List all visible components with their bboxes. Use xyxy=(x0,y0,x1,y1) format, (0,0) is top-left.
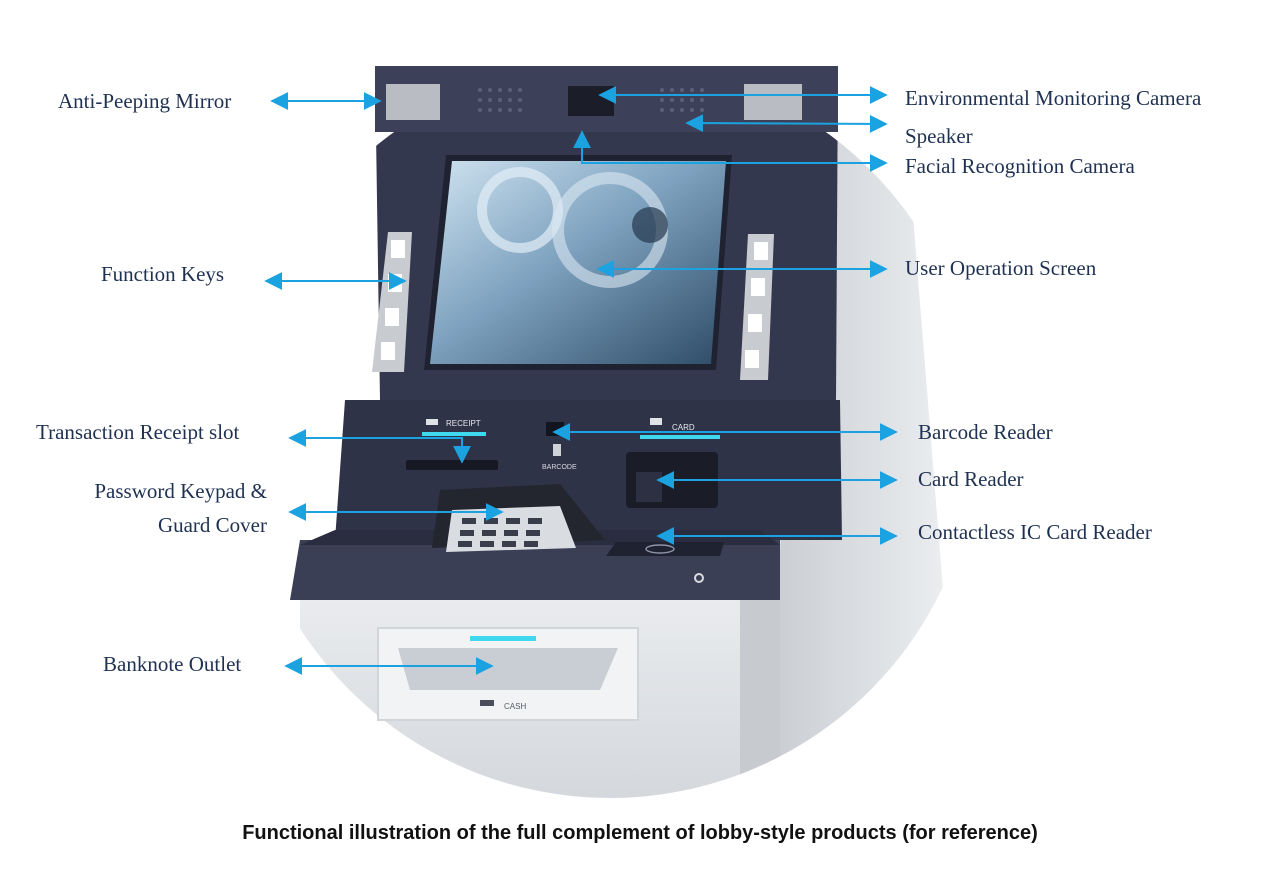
receipt-panel-text: RECEIPT xyxy=(446,419,481,428)
contactless-icon xyxy=(645,544,675,554)
label-card-reader: Card Reader xyxy=(918,467,1024,491)
cash-panel-text: CASH xyxy=(504,702,526,711)
anti-peeping-mirror-right xyxy=(744,84,802,120)
function-key[interactable] xyxy=(745,350,759,368)
callout-arrows xyxy=(264,86,898,675)
screen-decor-dot xyxy=(632,207,668,243)
label-anti-peeping-mirror: Anti-Peeping Mirror xyxy=(58,89,232,113)
card-indicator-light xyxy=(640,435,720,439)
arrow-facial-recognition-camera xyxy=(573,130,888,172)
card-icon xyxy=(650,418,662,425)
card-panel-text: CARD xyxy=(672,423,695,432)
banknote-outlet xyxy=(398,648,618,690)
cash-icon xyxy=(480,700,494,706)
keypad-keys xyxy=(458,518,542,547)
function-key[interactable] xyxy=(751,278,765,296)
arrow-speaker xyxy=(685,114,888,133)
label-transaction-receipt-slot: Transaction Receipt slot xyxy=(36,420,240,444)
barcode-panel-text: BARCODE xyxy=(542,464,577,471)
function-key[interactable] xyxy=(391,240,405,258)
barcode-reader xyxy=(546,422,564,436)
label-function-keys: Function Keys xyxy=(101,262,225,286)
anti-peeping-mirror-left xyxy=(386,84,440,120)
label-facial-recognition-camera: Facial Recognition Camera xyxy=(905,154,1135,178)
label-banknote-outlet: Banknote Outlet xyxy=(103,652,242,676)
arrow-transaction-receipt-slot xyxy=(288,429,471,464)
label-speaker: Speaker xyxy=(905,124,973,148)
transaction-receipt-slot xyxy=(406,460,498,470)
kiosk-base-side xyxy=(740,600,780,798)
barcode-icon xyxy=(553,444,561,456)
figure-caption: Functional illustration of the full comp… xyxy=(242,822,1038,844)
headphone-jack-icon xyxy=(694,573,704,583)
speaker-grille-left xyxy=(478,88,522,112)
banknote-outlet-module: CASH xyxy=(377,627,639,721)
contactless-ic-card-reader xyxy=(606,542,724,556)
card-slot xyxy=(636,472,662,502)
function-key[interactable] xyxy=(754,242,768,260)
receipt-indicator-light xyxy=(422,432,486,436)
function-key[interactable] xyxy=(388,274,402,292)
cash-indicator-light xyxy=(470,636,536,641)
label-contactless-ic-card-reader: Contactless IC Card Reader xyxy=(918,520,1152,544)
function-key[interactable] xyxy=(385,308,399,326)
function-key[interactable] xyxy=(381,342,395,360)
label-user-operation-screen: User Operation Screen xyxy=(905,256,1097,280)
label-barcode-reader: Barcode Reader xyxy=(918,420,1053,444)
function-key[interactable] xyxy=(748,314,762,332)
environmental-camera xyxy=(568,86,614,116)
label-password-keypad-line1: Password Keypad & xyxy=(94,479,267,503)
printer-icon xyxy=(426,419,438,425)
label-password-keypad-line2: Guard Cover xyxy=(157,513,267,537)
label-environmental-monitoring-camera: Environmental Monitoring Camera xyxy=(905,86,1202,110)
